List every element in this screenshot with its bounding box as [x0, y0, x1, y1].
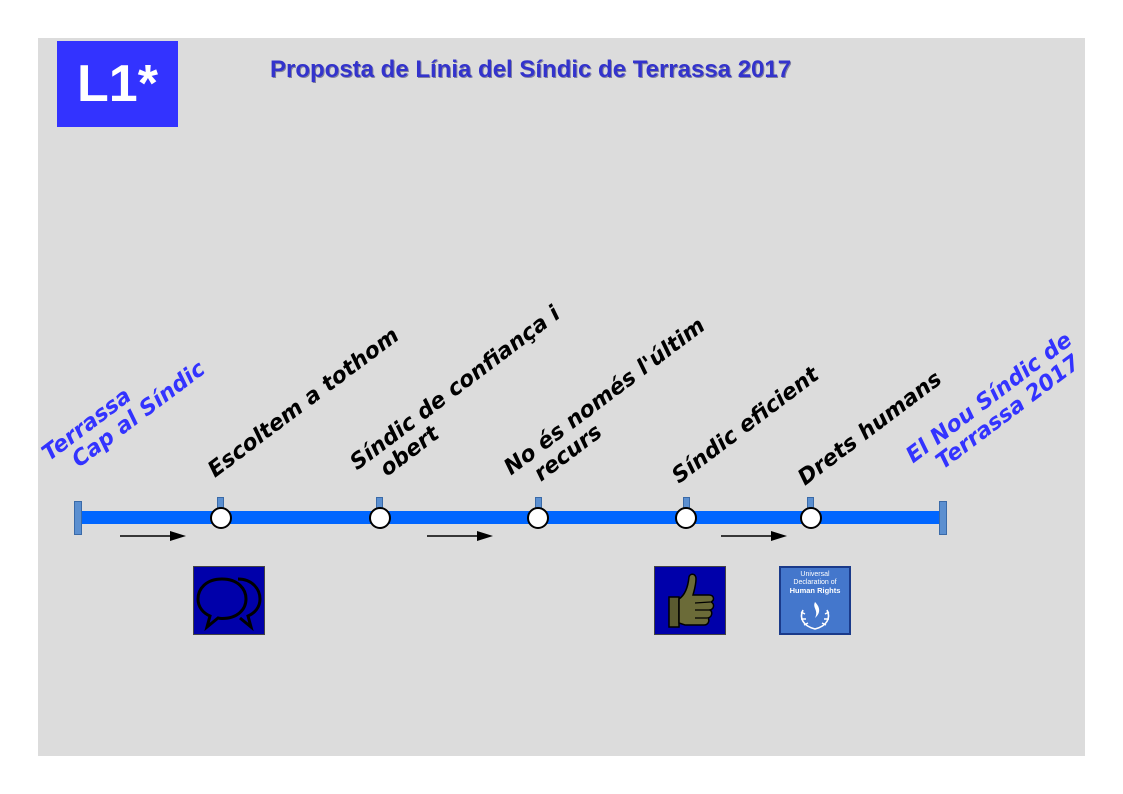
milestone-node-4: [675, 507, 697, 529]
milestone-node-5: [800, 507, 822, 529]
human-rights-icon: Universal Declaration of Human Rights: [779, 566, 851, 635]
timeline-line: [82, 511, 942, 524]
speech-bubbles-icon: [193, 566, 265, 635]
human-rights-line3: Human Rights: [789, 586, 841, 595]
human-rights-line1: Universal: [800, 571, 830, 578]
milestone-node-2: [369, 507, 391, 529]
slide-background: [38, 38, 1085, 756]
timeline-end-cap: [939, 501, 947, 535]
milestone-node-1: [210, 507, 232, 529]
arrow-right-icon: [120, 531, 186, 541]
arrow-right-icon: [721, 531, 787, 541]
slide-badge: L1*: [57, 41, 178, 127]
human-rights-line2: Declaration of: [793, 579, 837, 586]
slide-title: Proposta de Línia del Síndic de Terrassa…: [270, 56, 792, 83]
arrow-right-icon: [427, 531, 493, 541]
thumbs-up-icon: [654, 566, 726, 635]
timeline-start-cap: [74, 501, 82, 535]
milestone-node-3: [527, 507, 549, 529]
